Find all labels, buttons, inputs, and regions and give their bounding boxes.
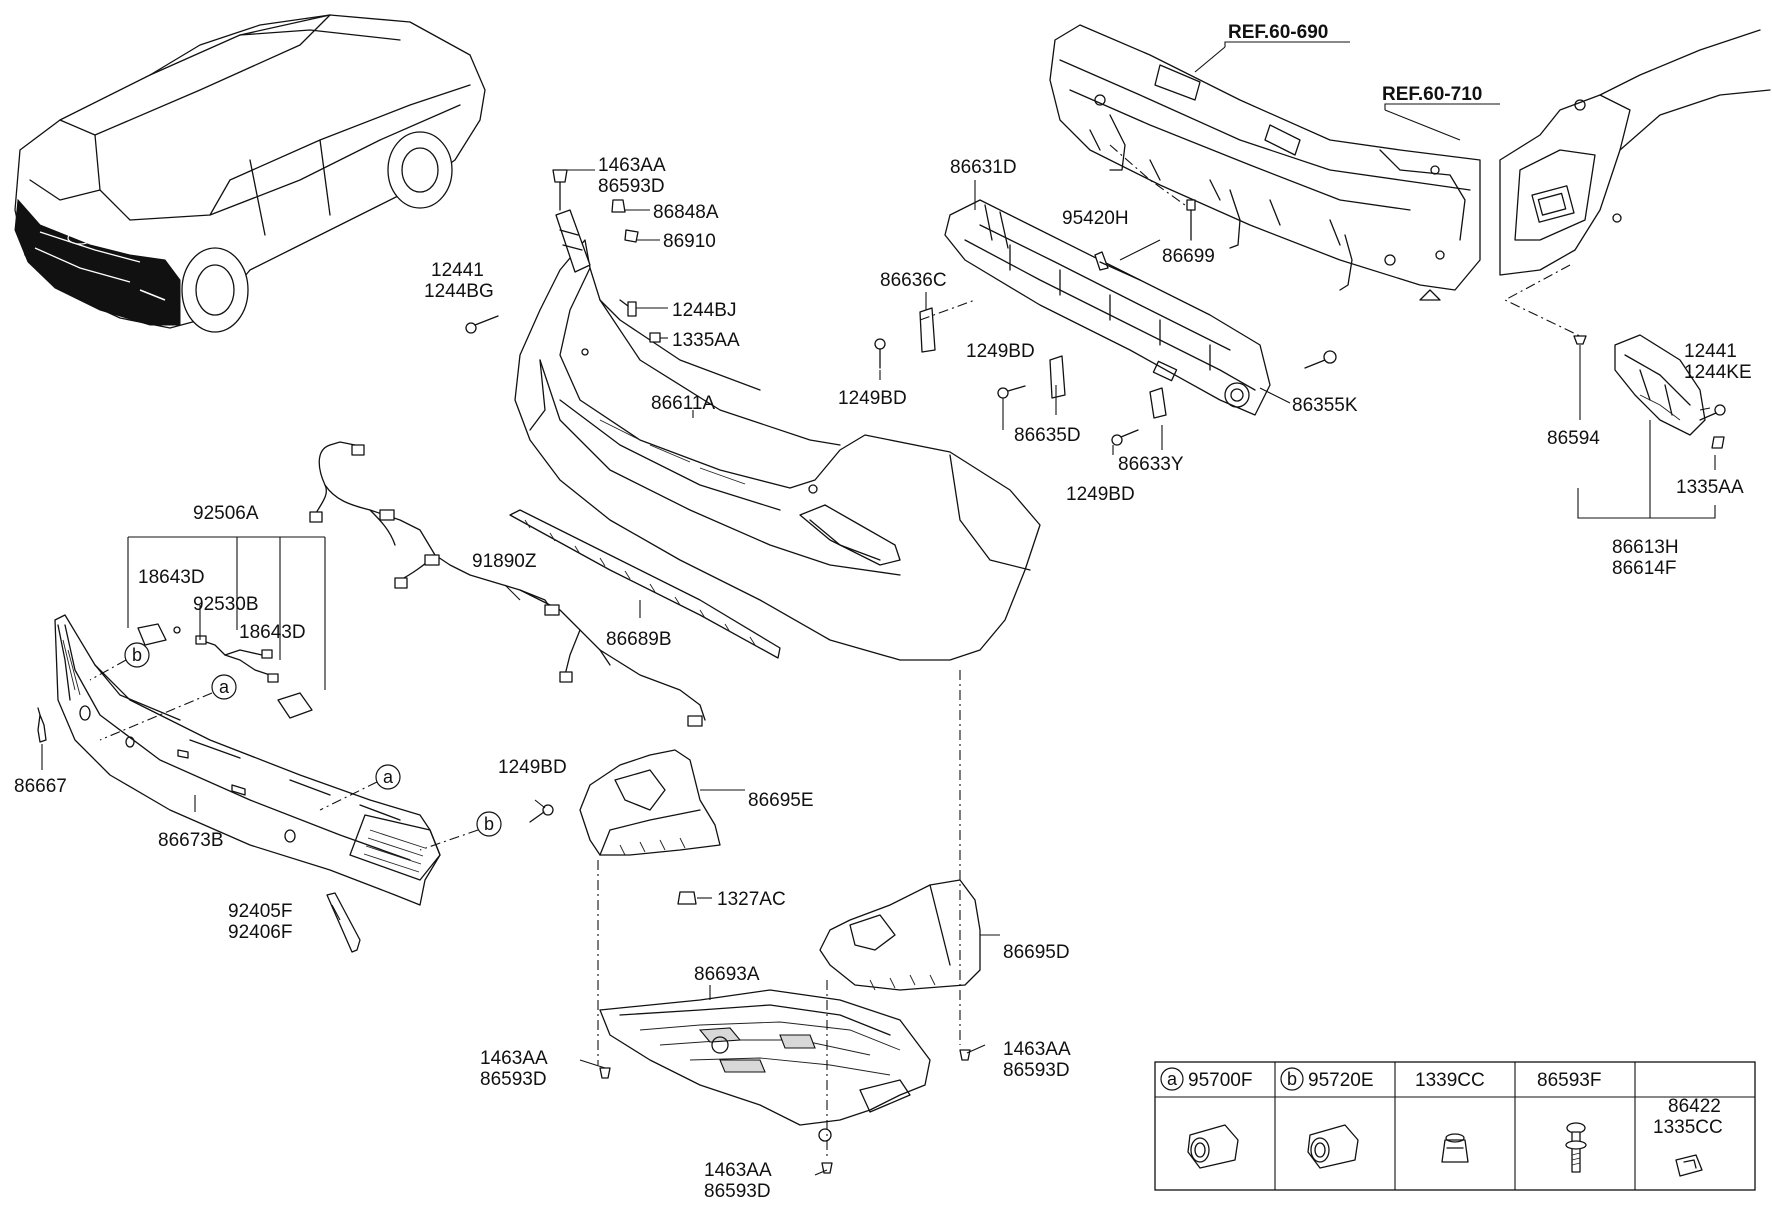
label-91890Z: 91890Z	[472, 551, 537, 572]
label-86848A: 86848A	[653, 202, 719, 223]
legend-header-1335CC: 1335CC	[1653, 1117, 1723, 1138]
label-12441-left: 12441	[431, 260, 484, 281]
sensor-95700F-icon	[1187, 1124, 1239, 1169]
connector-18643D	[137, 623, 181, 646]
label-92530B: 92530B	[193, 594, 259, 615]
label-86613H: 86613H	[1612, 537, 1679, 558]
fasteners	[465, 169, 1726, 1174]
bumper-beam-86631D	[944, 199, 1271, 416]
legend-header-b: b 95720E	[1280, 1067, 1374, 1091]
sensor-harness-92530B	[195, 635, 279, 683]
label-1335AA-right: 1335AA	[1676, 477, 1744, 498]
parts-legend-table: a 95700F b 95720E 1339CC 86593F 86422 13…	[1154, 1061, 1756, 1191]
label-86593D-top: 86593D	[598, 176, 665, 197]
side-bracket-86613H	[1614, 334, 1706, 436]
bolt-86593F-icon	[1565, 1122, 1587, 1173]
strip-86689B	[509, 509, 781, 659]
svg-text:95700F: 95700F	[1188, 1070, 1252, 1091]
label-1463AA-bottom: 1463AA	[704, 1160, 772, 1181]
sensor-unit	[277, 692, 313, 719]
svg-text:a: a	[1167, 1069, 1178, 1089]
ref-label-60-690: REF.60-690	[1228, 22, 1328, 43]
label-86695D: 86695D	[1003, 942, 1070, 963]
legend-header-86593F: 86593F	[1537, 1070, 1601, 1091]
ref-label-60-710: REF.60-710	[1382, 84, 1482, 105]
splash-shield-86695D	[819, 879, 981, 991]
upper-bracket	[555, 209, 591, 273]
label-86593D-bottom: 86593D	[704, 1181, 771, 1202]
svg-text:b: b	[132, 645, 142, 665]
callout-b-1: b	[124, 642, 150, 668]
under-cover-86693A	[599, 989, 931, 1142]
svg-text:95720E: 95720E	[1308, 1070, 1374, 1091]
clip-86667	[37, 707, 47, 743]
label-86689B: 86689B	[606, 629, 672, 650]
label-1463AA-left: 1463AA	[480, 1048, 548, 1069]
reflector-92405F	[326, 892, 361, 953]
label-86593D-right: 86593D	[1003, 1060, 1070, 1081]
svg-text:b: b	[484, 814, 494, 834]
label-86695E: 86695E	[748, 790, 814, 811]
label-86693A: 86693A	[694, 964, 760, 985]
legend-header-86422: 86422	[1668, 1096, 1721, 1117]
svg-text:b: b	[1287, 1069, 1297, 1089]
back-panel-ref-60-690	[1049, 24, 1481, 301]
label-1244KE: 1244KE	[1684, 362, 1752, 383]
label-1463AA-top: 1463AA	[598, 155, 666, 176]
label-86611A: 86611A	[651, 393, 715, 414]
assembly-lines	[597, 144, 1581, 1160]
label-86635D: 86635D	[1014, 425, 1081, 446]
label-18643D-b: 18643D	[239, 622, 306, 643]
callout-a-2: a	[375, 764, 401, 790]
clip-86422-icon	[1675, 1154, 1703, 1177]
vehicle-overview	[14, 14, 486, 333]
lower-fascia-86673B	[54, 614, 441, 906]
label-86699: 86699	[1162, 246, 1215, 267]
callout-a-1: a	[211, 674, 237, 700]
label-92506A: 92506A	[193, 503, 259, 524]
label-18643D-a: 18643D	[138, 567, 205, 588]
sensor-95720E-icon	[1307, 1124, 1359, 1169]
label-1244BG: 1244BG	[424, 281, 494, 302]
label-1327AC: 1327AC	[717, 889, 786, 910]
label-1249BD-a: 1249BD	[966, 341, 1035, 362]
side-panel-ref-60-710	[1499, 29, 1771, 276]
label-1249BD-c: 1249BD	[1066, 484, 1135, 505]
wiring-harness-91890Z	[309, 441, 706, 727]
label-1244BJ: 1244BJ	[672, 300, 736, 321]
label-86355K: 86355K	[1292, 395, 1358, 416]
label-86636C: 86636C	[880, 270, 947, 291]
label-86633Y: 86633Y	[1118, 454, 1184, 475]
callout-b-2: b	[476, 811, 502, 837]
label-1463AA-right: 1463AA	[1003, 1039, 1071, 1060]
label-86593D-left: 86593D	[480, 1069, 547, 1090]
label-92405F: 92405F	[228, 901, 292, 922]
label-86673B: 86673B	[158, 830, 224, 851]
label-92406F: 92406F	[228, 922, 292, 943]
part-labels: 1463AA 86593D 86848A 86910 12441 1244BG …	[14, 155, 1752, 1202]
clip-1339CC-icon	[1441, 1133, 1469, 1163]
label-1249BD-d: 1249BD	[498, 757, 567, 778]
bumper-cover-86611A	[514, 239, 1041, 661]
label-86910: 86910	[663, 231, 716, 252]
splash-shield-86695E	[579, 749, 721, 856]
label-86667: 86667	[14, 776, 67, 797]
label-86631D: 86631D	[950, 157, 1017, 178]
label-86594: 86594	[1547, 428, 1600, 449]
svg-text:a: a	[219, 677, 230, 697]
label-12441-right: 12441	[1684, 341, 1737, 362]
legend-header-a: a 95700F	[1160, 1067, 1252, 1091]
leader-lines	[41, 41, 1716, 1176]
label-86614F: 86614F	[1612, 558, 1676, 579]
label-95420H: 95420H	[1062, 208, 1129, 229]
label-1335AA-mid: 1335AA	[672, 330, 740, 351]
svg-text:a: a	[383, 767, 394, 787]
legend-header-1339CC: 1339CC	[1415, 1070, 1485, 1091]
label-1249BD-b: 1249BD	[838, 388, 907, 409]
